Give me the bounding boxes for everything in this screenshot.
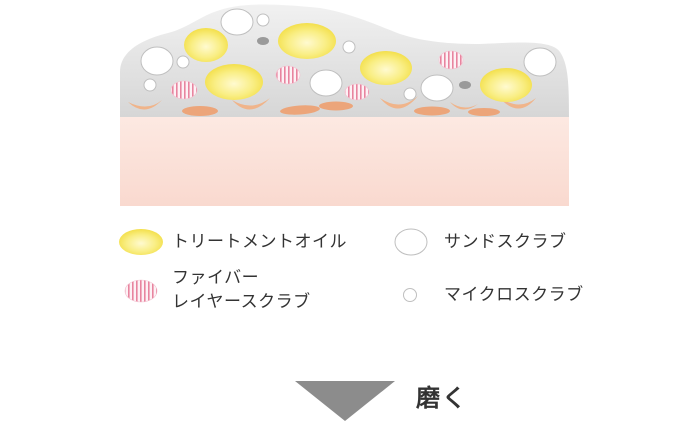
down-arrow-icon bbox=[295, 381, 395, 421]
skin-flakes bbox=[128, 96, 536, 110]
legend-fiber-layer-label-line2: レイヤースクラブ bbox=[172, 292, 311, 312]
dirt-dots bbox=[257, 37, 471, 89]
micro-scrub-particles bbox=[143, 13, 417, 101]
legend-sand-scrub: サンドスクラブ bbox=[444, 230, 567, 254]
legend-fiber-swatch bbox=[124, 279, 158, 303]
legend-treatment-oil: トリートメントオイル bbox=[172, 230, 347, 254]
sand-scrub-particles bbox=[140, 8, 557, 102]
skin-layer bbox=[120, 116, 569, 206]
legend-fiber-layer-label-line1: ファイバー bbox=[172, 268, 260, 288]
legend-micro-scrub-label: マイクロスクラブ bbox=[444, 285, 584, 305]
oil-droplets bbox=[184, 23, 532, 102]
legend-micro-swatch bbox=[403, 288, 417, 302]
legend-treatment-oil-label: トリートメントオイル bbox=[172, 232, 347, 252]
caption-polish: 磨く bbox=[416, 384, 468, 412]
legend-sand-swatch bbox=[394, 228, 428, 256]
skin-flake-ovals bbox=[182, 101, 500, 116]
fiber-particles bbox=[170, 50, 464, 101]
legend-fiber-layer: ファイバー レイヤースクラブ bbox=[172, 266, 311, 314]
legend-micro-scrub: マイクロスクラブ bbox=[444, 283, 584, 307]
legend-sand-scrub-label: サンドスクラブ bbox=[444, 232, 567, 252]
legend-oil-swatch bbox=[119, 229, 163, 255]
